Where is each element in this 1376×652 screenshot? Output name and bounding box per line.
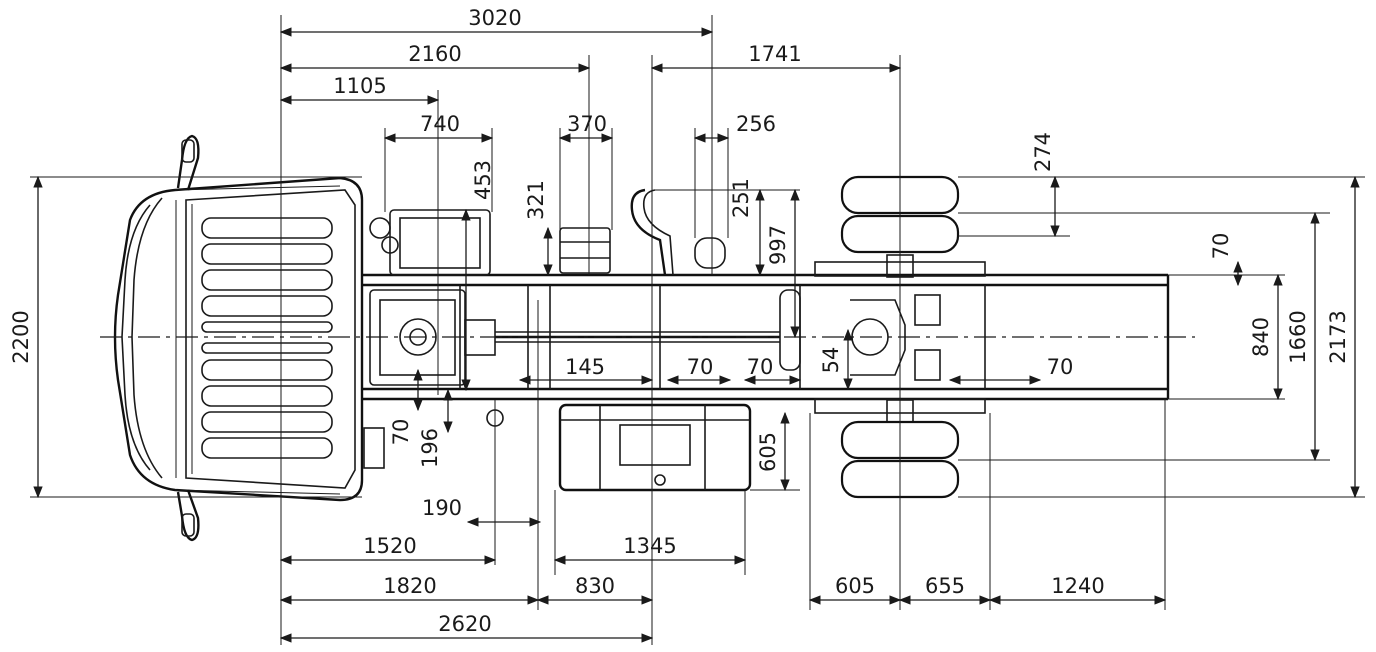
cab-outline bbox=[113, 176, 364, 502]
dimension-lines bbox=[33, 27, 1360, 643]
dim-1520: 1520 bbox=[363, 534, 416, 558]
dim-830: 830 bbox=[575, 574, 615, 598]
dim-70-c: 70 bbox=[1047, 355, 1074, 379]
dim-1345: 1345 bbox=[623, 534, 676, 558]
dim-1105: 1105 bbox=[333, 74, 386, 98]
upper-equipment bbox=[369, 188, 801, 371]
dim-840: 840 bbox=[1249, 317, 1273, 357]
dim-70-left-vertical: 70 bbox=[389, 419, 413, 446]
dim-740: 740 bbox=[420, 112, 460, 136]
reference-lines bbox=[30, 15, 1365, 645]
fuel-tank bbox=[558, 403, 752, 492]
dim-70-b: 70 bbox=[747, 355, 774, 379]
dim-256: 256 bbox=[736, 112, 776, 136]
dim-54: 54 bbox=[819, 347, 843, 374]
dim-251: 251 bbox=[729, 178, 753, 218]
dim-997: 997 bbox=[766, 225, 790, 265]
dimension-labels: 3020 2160 1741 1105 740 370 256 453 321 … bbox=[9, 6, 1350, 636]
dim-274: 274 bbox=[1031, 132, 1055, 172]
dim-1820: 1820 bbox=[383, 574, 436, 598]
dim-190: 190 bbox=[422, 496, 462, 520]
dim-2620: 2620 bbox=[438, 612, 491, 636]
dim-145: 145 bbox=[565, 355, 605, 379]
dim-1741: 1741 bbox=[748, 42, 801, 66]
dim-70-a: 70 bbox=[687, 355, 714, 379]
side-mirrors bbox=[176, 134, 200, 542]
dim-1660: 1660 bbox=[1286, 310, 1310, 363]
dim-321: 321 bbox=[524, 180, 548, 220]
dim-196: 196 bbox=[418, 428, 442, 468]
dim-2160: 2160 bbox=[408, 42, 461, 66]
dim-605-vertical: 605 bbox=[756, 432, 780, 472]
dim-370: 370 bbox=[567, 112, 607, 136]
cab-roof-ribs bbox=[201, 217, 333, 459]
dim-2173: 2173 bbox=[1326, 310, 1350, 363]
dim-605: 605 bbox=[835, 574, 875, 598]
dim-453: 453 bbox=[471, 160, 495, 200]
dim-3020: 3020 bbox=[468, 6, 521, 30]
dim-2200: 2200 bbox=[9, 310, 33, 363]
dim-70-right-top: 70 bbox=[1209, 233, 1233, 260]
dim-655: 655 bbox=[925, 574, 965, 598]
dim-1240: 1240 bbox=[1051, 574, 1104, 598]
